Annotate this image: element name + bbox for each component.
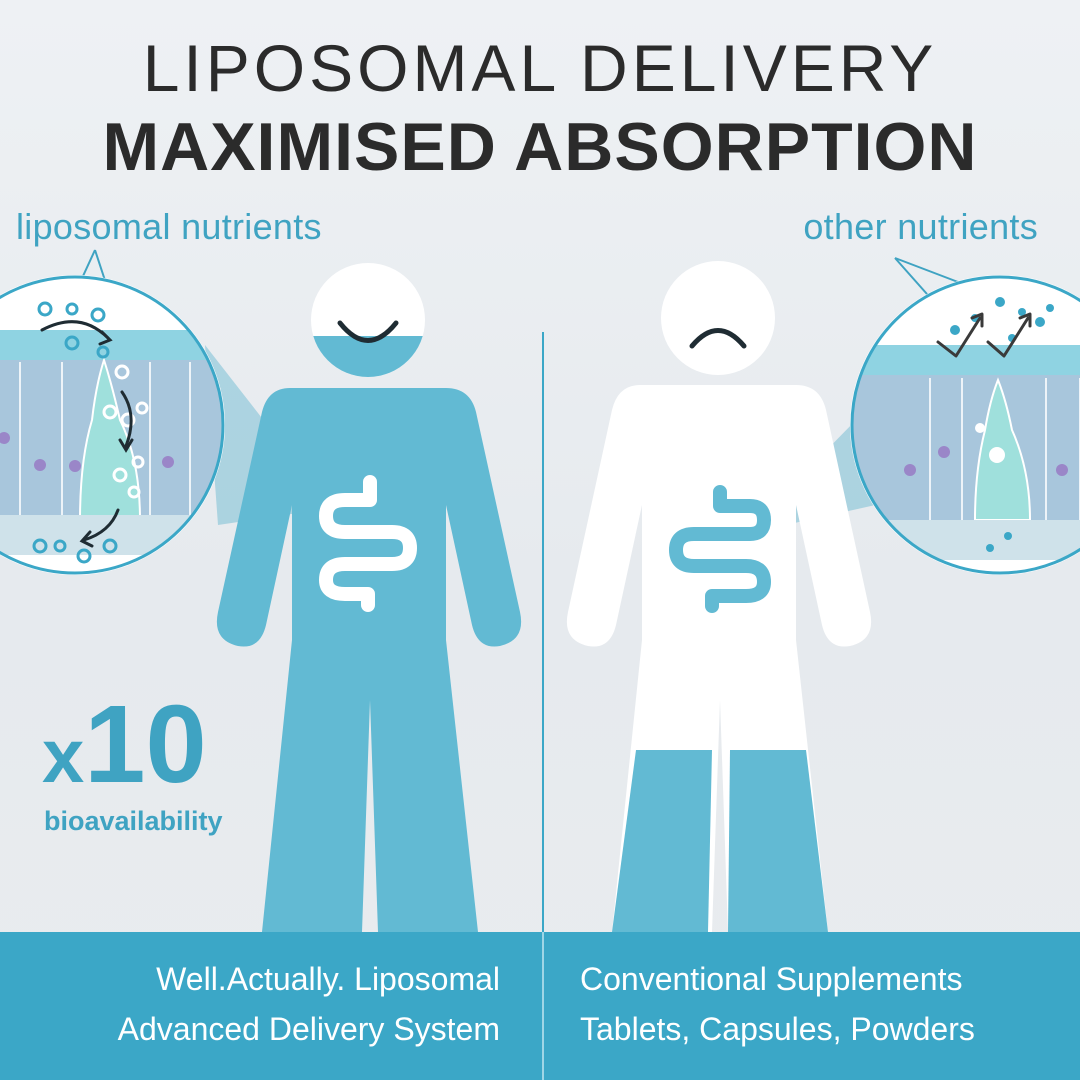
- footer-left-line-1: Well.Actually. Liposomal: [156, 961, 500, 997]
- bioavailability-caption: bioavailability: [44, 806, 223, 836]
- intestine-icon: [669, 485, 771, 613]
- footer-right-line-1: Conventional Supplements: [580, 961, 963, 997]
- footer-right-text: Conventional Supplements Tablets, Capsul…: [580, 954, 1050, 1054]
- multiplier-prefix: x: [42, 714, 85, 799]
- footer-band: Well.Actually. Liposomal Advanced Delive…: [0, 932, 1080, 1080]
- intestine-icon: [319, 475, 417, 612]
- footer-left-text: Well.Actually. Liposomal Advanced Delive…: [30, 954, 500, 1054]
- sad-person-icon: [566, 261, 900, 932]
- footer-right-line-2: Tablets, Capsules, Powders: [580, 1011, 975, 1047]
- center-divider: [542, 332, 544, 932]
- other-nutrients-label: other nutrients: [803, 206, 1038, 247]
- footer-left-line-2: Advanced Delivery System: [117, 1011, 500, 1047]
- illustration: [0, 249, 1080, 932]
- title-line-1: LIPOSOMAL DELIVERY: [142, 31, 938, 105]
- title-line-2: MAXIMISED ABSORPTION: [102, 109, 978, 185]
- bioavailability-multiplier: x10: [42, 690, 207, 800]
- footer-divider: [542, 932, 544, 1080]
- happy-person-icon: [205, 263, 522, 932]
- liposomal-nutrients-label: liposomal nutrients: [16, 206, 322, 247]
- multiplier-value: 10: [84, 683, 207, 806]
- liposome-absorption-magnifier: [0, 275, 225, 575]
- conventional-absorption-magnifier: [850, 275, 1080, 575]
